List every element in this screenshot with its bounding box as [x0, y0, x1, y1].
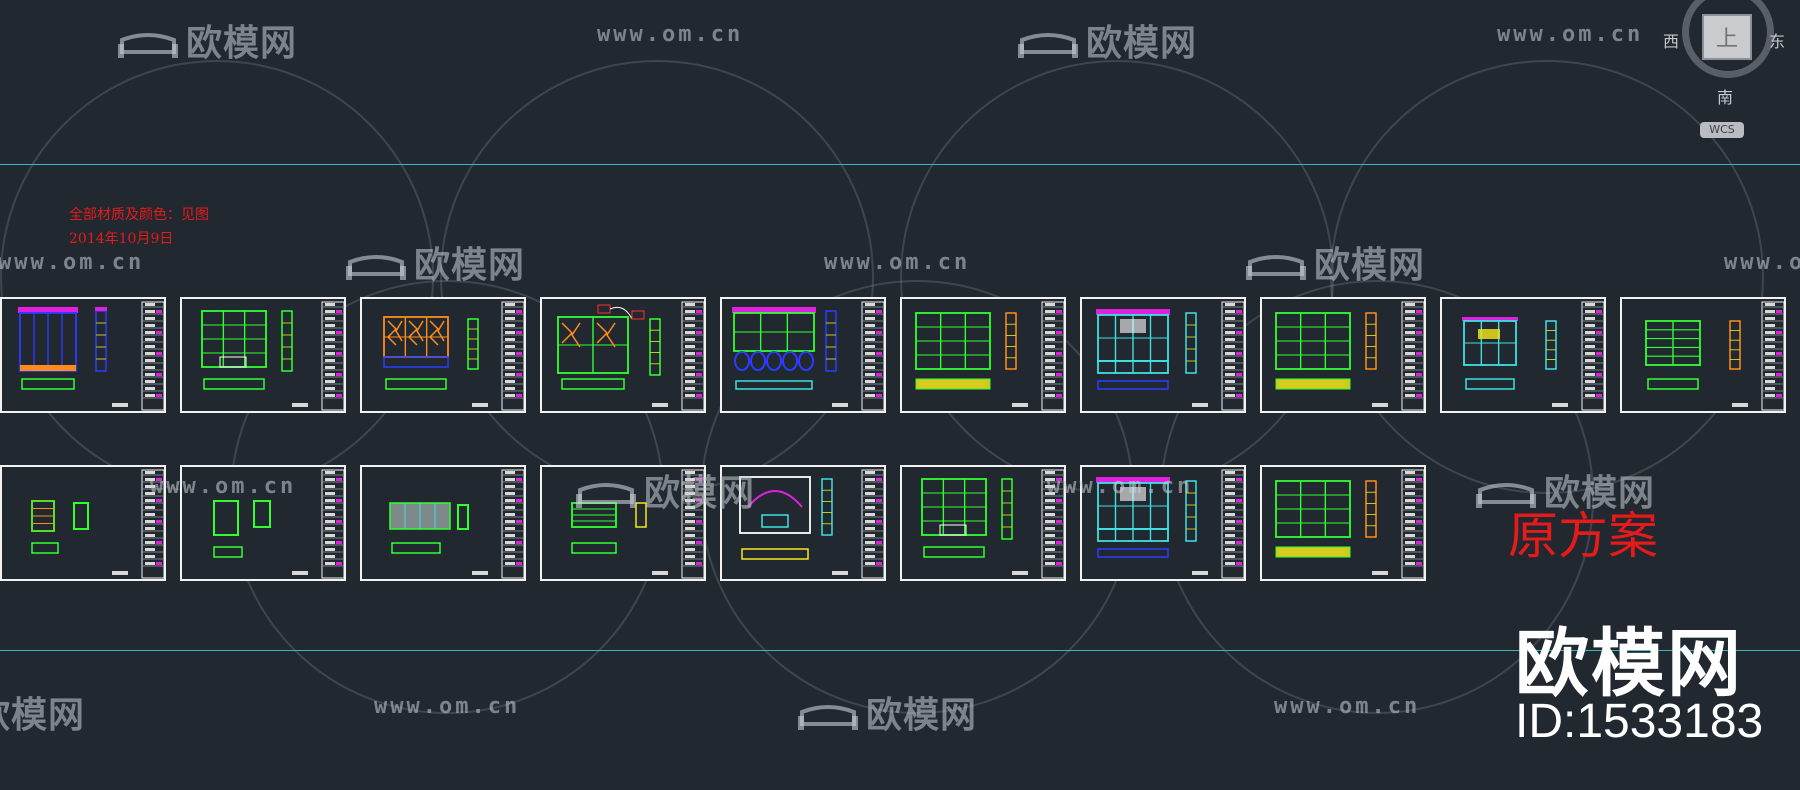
model-id: ID:1533183 [1515, 695, 1764, 748]
viewcube-east[interactable]: 东 [1769, 32, 1786, 51]
sheet-drawing [1096, 301, 1244, 411]
watermark-brand: 欧模网 [344, 236, 525, 288]
watermark-url: www.om.cn [0, 250, 145, 275]
drawing-sheet[interactable] [360, 465, 526, 581]
sofa-logo-icon [798, 705, 858, 730]
sheet-drawing [921, 469, 1064, 579]
sheet-drawing [1096, 469, 1244, 579]
watermark-url: www.om.cn [1724, 250, 1800, 275]
drawing-sheet[interactable] [0, 297, 166, 413]
drawing-sheet[interactable] [1080, 297, 1246, 413]
watermark-brand: 欧模网 [0, 695, 86, 736]
viewcube-west[interactable]: 西 [1663, 32, 1680, 51]
sheet-drawing [732, 301, 884, 411]
scheme-label: 原方案 [1508, 507, 1658, 565]
drawing-sheet[interactable] [900, 297, 1066, 413]
sheet-drawing [31, 469, 164, 579]
guide-line [0, 650, 1800, 651]
sheet-drawing [571, 469, 704, 579]
drawing-sheet[interactable] [1260, 297, 1426, 413]
sheet-drawing [213, 469, 344, 579]
drawing-sheet[interactable] [1620, 297, 1786, 413]
sheet-drawing [1462, 301, 1604, 411]
sheet-drawing [383, 301, 524, 411]
watermark-url: www.om.cn [824, 250, 971, 275]
drawing-sheet[interactable] [540, 297, 706, 413]
watermark-brand: 欧模网 [116, 14, 297, 66]
material-note: 全部材质及颜色：见图 [69, 207, 209, 223]
watermark-url: www.om.cn [1047, 474, 1194, 499]
watermark-url: www.om.cn [150, 474, 297, 499]
sheet-drawing [201, 301, 344, 411]
guide-line [0, 164, 1800, 165]
viewcube-compass-ring[interactable] [1682, 0, 1774, 78]
watermark-brand: 欧模网 [1244, 236, 1425, 288]
date-note: 2014年10月9日 [69, 231, 174, 247]
sheet-drawing [915, 301, 1064, 411]
drawing-sheet[interactable] [180, 297, 346, 413]
sheet-drawing [1645, 301, 1784, 411]
watermark-url: www.om.cn [597, 22, 744, 47]
drawing-sheet[interactable] [0, 465, 166, 581]
viewcube-south[interactable]: 南 [1717, 88, 1734, 107]
sheet-drawing [557, 301, 704, 411]
sheet-drawing [1275, 301, 1424, 411]
drawing-sheet[interactable] [900, 465, 1066, 581]
sofa-logo-icon [1246, 255, 1306, 280]
sheet-drawing [1275, 469, 1424, 579]
brand-logo-text: 欧模网 [1515, 621, 1743, 707]
watermark-brand: 欧模网 [796, 686, 977, 738]
drawing-sheet[interactable] [360, 297, 526, 413]
sofa-logo-icon [576, 483, 636, 508]
sofa-logo-icon [346, 255, 406, 280]
sheet-drawing [18, 301, 164, 411]
watermark-url: www.om.cn [374, 694, 521, 719]
watermark-brand: 欧模网 [1474, 464, 1655, 516]
drawing-sheet[interactable] [1260, 465, 1426, 581]
sofa-logo-icon [1476, 483, 1536, 508]
drawing-sheet[interactable] [540, 465, 706, 581]
watermark-url: www.om.cn [1497, 22, 1644, 47]
viewcube-top-face[interactable]: 上 [1702, 14, 1752, 60]
drawing-sheet[interactable] [180, 465, 346, 581]
watermark-url: www.om.cn [1274, 694, 1421, 719]
drawing-sheet[interactable] [1080, 465, 1246, 581]
watermark-brand: 欧模网 [1016, 14, 1197, 66]
watermark-brand: 欧模网 [574, 464, 755, 516]
drawing-sheet[interactable] [720, 465, 886, 581]
sheet-drawing [389, 469, 524, 579]
sheet-drawing [739, 469, 884, 579]
wcs-menu-button[interactable]: WCS [1700, 122, 1744, 138]
drawing-sheet[interactable] [1440, 297, 1606, 413]
viewcube[interactable]: 上 西 东 南 WCS [1660, 0, 1800, 150]
drawing-sheet[interactable] [720, 297, 886, 413]
sofa-logo-icon [118, 33, 178, 58]
sofa-logo-icon [1018, 33, 1078, 58]
